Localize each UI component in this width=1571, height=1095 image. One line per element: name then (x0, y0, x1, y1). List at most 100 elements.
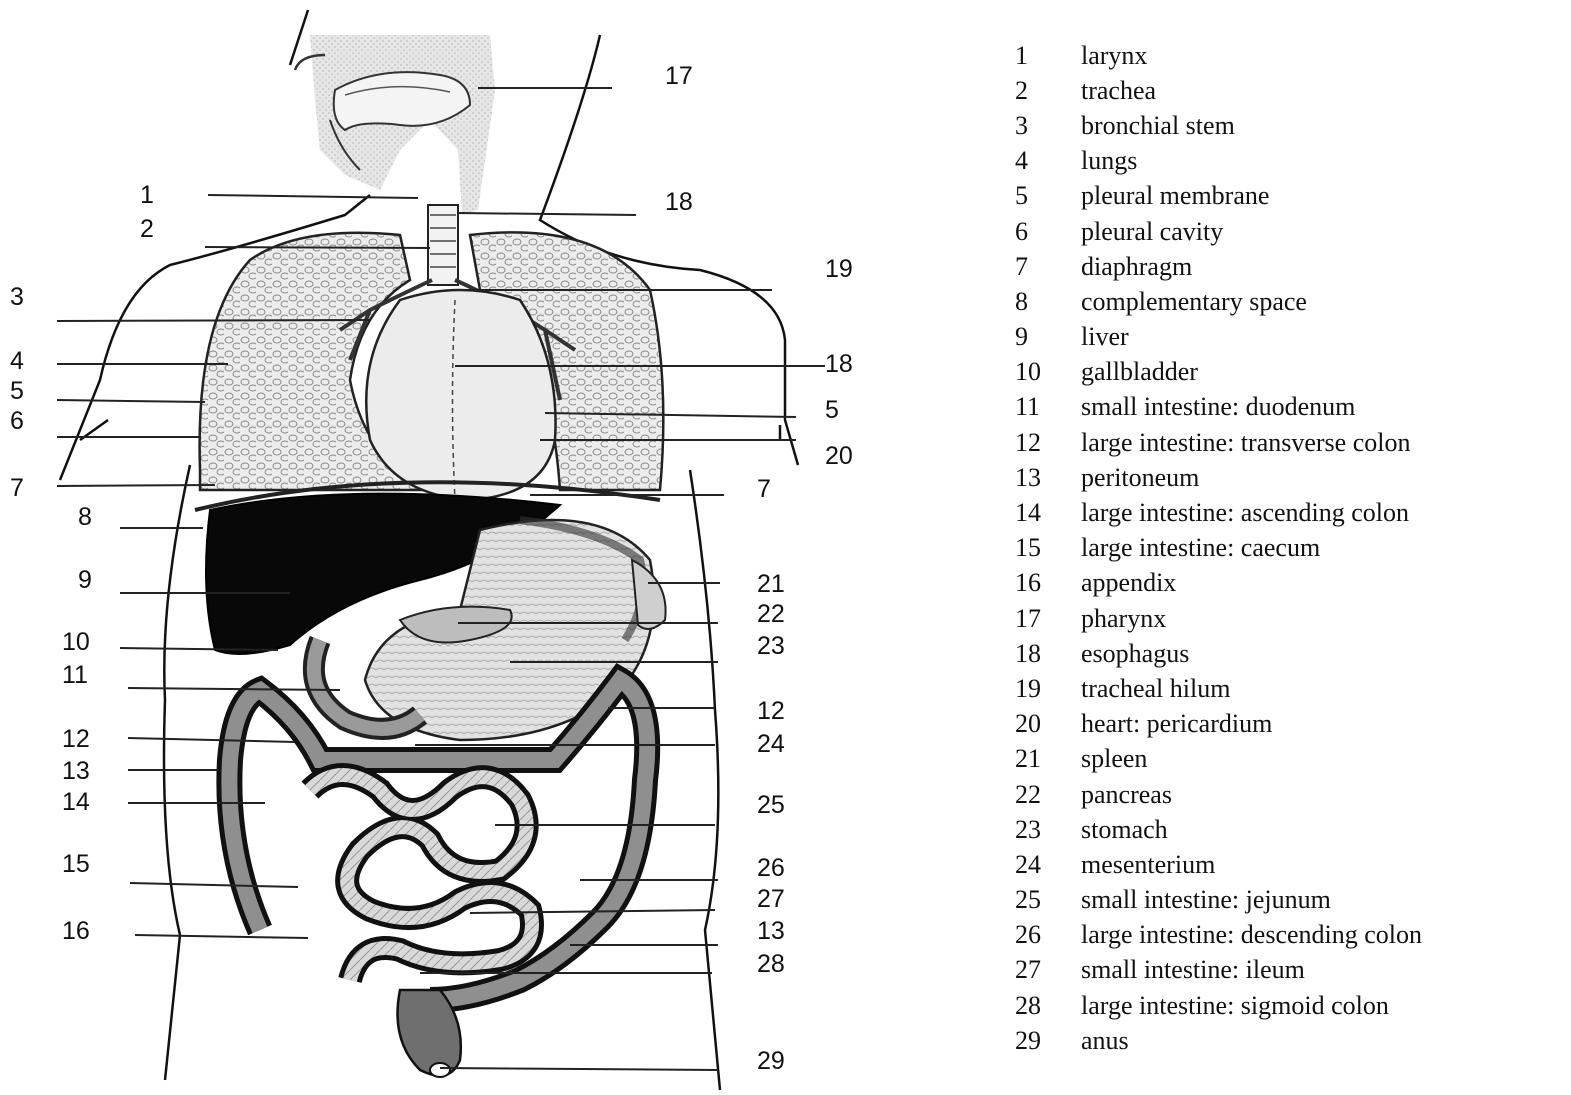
legend-number: 26 (1015, 920, 1081, 950)
legend-label: liver (1081, 322, 1565, 352)
callout-number-24: 24 (757, 730, 785, 758)
legend-label: heart: pericardium (1081, 709, 1565, 739)
legend-number: 18 (1015, 639, 1081, 669)
callout-number-17: 17 (665, 62, 693, 90)
legend-number: 24 (1015, 850, 1081, 880)
anatomy-figure: 1 2 3 4 5 6 7 8 9 10 11 12 13 14 15 16 1… (0, 0, 1000, 1095)
legend-number: 21 (1015, 744, 1081, 774)
callout-number-7-right: 7 (757, 475, 771, 503)
callout-number-27: 27 (757, 885, 785, 913)
legend-label: anus (1081, 1026, 1565, 1056)
legend-item: 17pharynx (1015, 601, 1565, 636)
legend-item: 29anus (1015, 1023, 1565, 1058)
leader-7-left (57, 485, 215, 486)
legend-label: small intestine: ileum (1081, 955, 1565, 985)
legend-number: 14 (1015, 498, 1081, 528)
callout-number-8: 8 (78, 503, 92, 531)
legend-label: large intestine: descending colon (1081, 920, 1565, 950)
legend-label: pharynx (1081, 604, 1565, 634)
legend-number: 12 (1015, 428, 1081, 458)
leader-18-top (458, 213, 636, 215)
callout-number-6: 6 (10, 407, 24, 435)
callout-number-5-left: 5 (10, 377, 24, 405)
legend-item: 22pancreas (1015, 777, 1565, 812)
legend-number: 4 (1015, 146, 1081, 176)
legend-number: 23 (1015, 815, 1081, 845)
legend-label: complementary space (1081, 287, 1565, 317)
small-intestine-illustration (310, 775, 532, 980)
legend-item: 4lungs (1015, 144, 1565, 179)
legend-label: esophagus (1081, 639, 1565, 669)
legend-number: 17 (1015, 604, 1081, 634)
callout-number-12-right: 12 (757, 697, 785, 725)
legend-label: pleural membrane (1081, 181, 1565, 211)
legend-number: 3 (1015, 111, 1081, 141)
legend-item: 19tracheal hilum (1015, 671, 1565, 706)
callout-number-28: 28 (757, 950, 785, 978)
legend-item: 23stomach (1015, 812, 1565, 847)
legend-label: appendix (1081, 568, 1565, 598)
legend-number: 27 (1015, 955, 1081, 985)
callout-number-1: 1 (140, 181, 154, 209)
leader-3 (57, 320, 370, 321)
legend-number: 11 (1015, 392, 1081, 422)
legend-label: lungs (1081, 146, 1565, 176)
torso-illustration: 1 2 3 4 5 6 7 8 9 10 11 12 13 14 15 16 1… (0, 0, 1000, 1095)
callout-number-12-left: 12 (62, 725, 90, 753)
legend-label: pleural cavity (1081, 217, 1565, 247)
callout-number-3: 3 (10, 283, 24, 311)
legend-label: diaphragm (1081, 252, 1565, 282)
leader-5-left (57, 400, 205, 402)
legend-number: 19 (1015, 674, 1081, 704)
legend-number: 15 (1015, 533, 1081, 563)
legend-label: small intestine: jejunum (1081, 885, 1565, 915)
legend-item: 27small intestine: ileum (1015, 953, 1565, 988)
callout-number-15: 15 (62, 850, 90, 878)
legend-label: large intestine: ascending colon (1081, 498, 1565, 528)
legend-number: 6 (1015, 217, 1081, 247)
leader-1 (208, 195, 418, 198)
callout-number-9: 9 (78, 566, 92, 594)
callout-number-10: 10 (62, 628, 90, 656)
legend-number: 20 (1015, 709, 1081, 739)
legend-label: large intestine: sigmoid colon (1081, 991, 1565, 1021)
legend-item: 15large intestine: caecum (1015, 531, 1565, 566)
callout-number-29: 29 (757, 1047, 785, 1075)
legend-number: 7 (1015, 252, 1081, 282)
callout-number-20: 20 (825, 442, 853, 470)
leader-15 (130, 883, 298, 887)
leader-16 (135, 935, 308, 938)
legend-number: 16 (1015, 568, 1081, 598)
legend-number: 10 (1015, 357, 1081, 387)
anus-illustration (430, 1063, 450, 1077)
heart-illustration (366, 290, 555, 500)
leader-2 (205, 247, 430, 248)
legend-label: small intestine: duodenum (1081, 392, 1565, 422)
callout-number-4: 4 (10, 347, 24, 375)
callout-number-18-mid: 18 (825, 350, 853, 378)
leader-29 (440, 1068, 718, 1070)
legend-label: large intestine: transverse colon (1081, 428, 1565, 458)
legend-number: 28 (1015, 991, 1081, 1021)
legend-label: tracheal hilum (1081, 674, 1565, 704)
callout-number-11: 11 (62, 661, 88, 689)
legend-item: 14large intestine: ascending colon (1015, 495, 1565, 530)
callout-number-22: 22 (757, 600, 785, 628)
callout-number-7-left: 7 (10, 474, 24, 502)
callout-number-13-left: 13 (62, 757, 90, 785)
